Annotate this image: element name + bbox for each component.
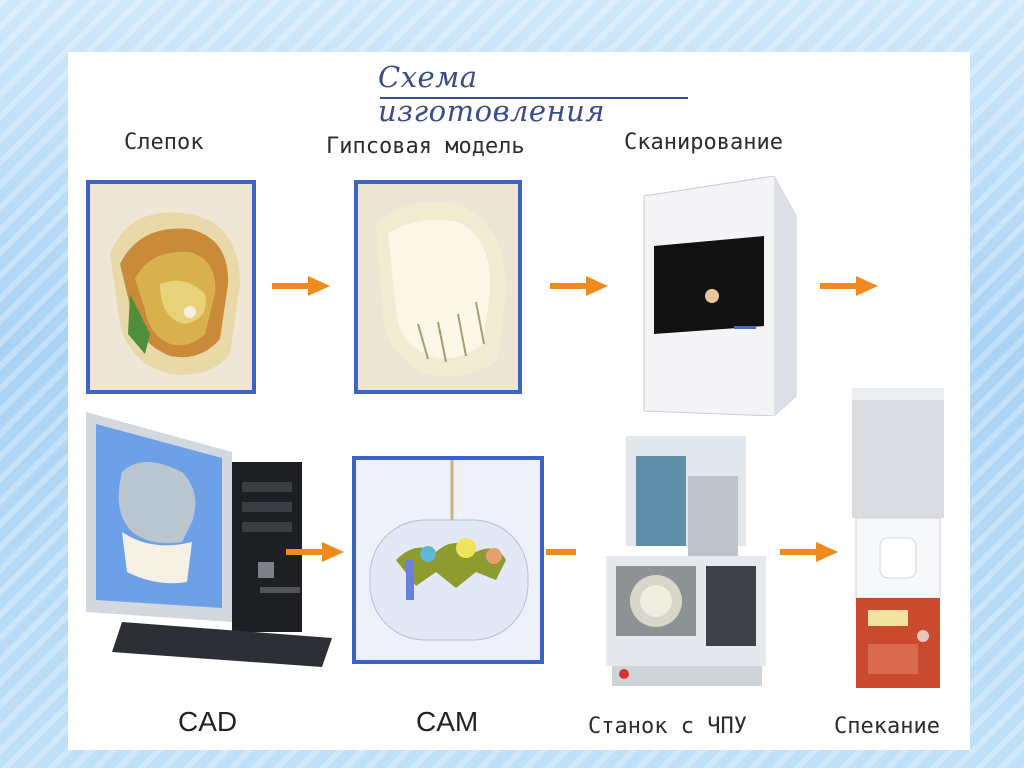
- label-cnc-machine: Станок с ЧПУ: [588, 714, 747, 739]
- label-scanning: Сканирование: [624, 130, 783, 155]
- plaster-model-image: [354, 180, 522, 394]
- title-underline: [380, 97, 688, 99]
- label-impression: Слепок: [124, 130, 204, 155]
- label-plaster-model: Гипсовая модель: [326, 134, 525, 159]
- arrow-icon: [286, 542, 344, 562]
- label-sintering: Спекание: [834, 714, 940, 739]
- slide: Схема изготовления Слепок Гипсовая модел…: [68, 52, 970, 750]
- cam-image: [352, 456, 544, 664]
- diagram-title: Схема изготовления: [378, 60, 606, 128]
- impression-image: [86, 180, 256, 394]
- sintering-furnace-image: [848, 388, 948, 694]
- arrow-icon: [780, 542, 838, 562]
- scanner-image: [624, 176, 804, 416]
- arrow-icon: [550, 276, 608, 296]
- label-cad: CAD: [178, 706, 238, 737]
- arrow-icon: [272, 276, 330, 296]
- arrow-icon: [820, 276, 878, 296]
- cad-computer-image: [82, 412, 332, 674]
- cnc-machine-image: [576, 416, 786, 696]
- label-cam: CAM: [416, 706, 479, 737]
